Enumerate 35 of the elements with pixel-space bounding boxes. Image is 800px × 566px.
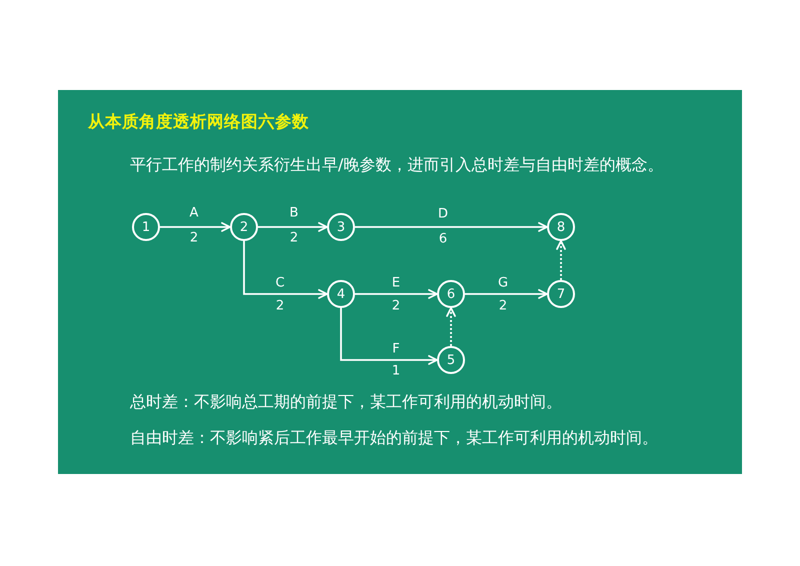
duration-label: 2 bbox=[290, 230, 298, 246]
event-circle: 4 bbox=[327, 280, 355, 308]
duration-label: 2 bbox=[498, 298, 508, 314]
arrow bbox=[465, 289, 548, 299]
dotted-arrow bbox=[556, 240, 566, 280]
edge-label: B bbox=[290, 206, 298, 220]
duration-label: 6 bbox=[438, 232, 448, 246]
event-circle: 5 bbox=[437, 346, 465, 374]
arrow bbox=[160, 222, 231, 232]
duration-label: 2 bbox=[276, 298, 284, 314]
arrow bbox=[355, 289, 438, 299]
edge-label: D bbox=[438, 206, 448, 222]
duration-label: 2 bbox=[190, 230, 198, 246]
note-text: 平行工作的制约关系衍生出早/晚参数，进而引入总时差与自由时差的概念。 bbox=[130, 155, 664, 175]
duration-label: 2 bbox=[392, 298, 400, 314]
event-circle: 3 bbox=[327, 213, 355, 241]
event-circle: 2 bbox=[230, 213, 258, 241]
event-circle: 1 bbox=[132, 213, 160, 241]
event-circle: 8 bbox=[547, 213, 575, 241]
arrow bbox=[258, 222, 328, 232]
slide-title: 从本质角度透析网络图六参数 bbox=[88, 112, 309, 132]
arrow bbox=[243, 241, 328, 299]
event-circle: 7 bbox=[547, 280, 575, 308]
arrow bbox=[340, 308, 438, 365]
edge-label: E bbox=[392, 276, 400, 290]
note-text: 自由时差：不影响紧后工作最早开始的前提下，某工作可利用的机动时间。 bbox=[130, 428, 658, 448]
edge-label: F bbox=[392, 342, 400, 356]
dotted-arrow bbox=[446, 307, 456, 346]
duration-label: 1 bbox=[392, 364, 400, 378]
note-text: 总时差：不影响总工期的前提下，某工作可利用的机动时间。 bbox=[130, 392, 562, 412]
arrow bbox=[355, 222, 548, 232]
event-circle: 6 bbox=[437, 280, 465, 308]
edge-label: A bbox=[190, 206, 198, 220]
edge-label: C bbox=[275, 276, 285, 290]
edge-label: G bbox=[498, 276, 508, 290]
